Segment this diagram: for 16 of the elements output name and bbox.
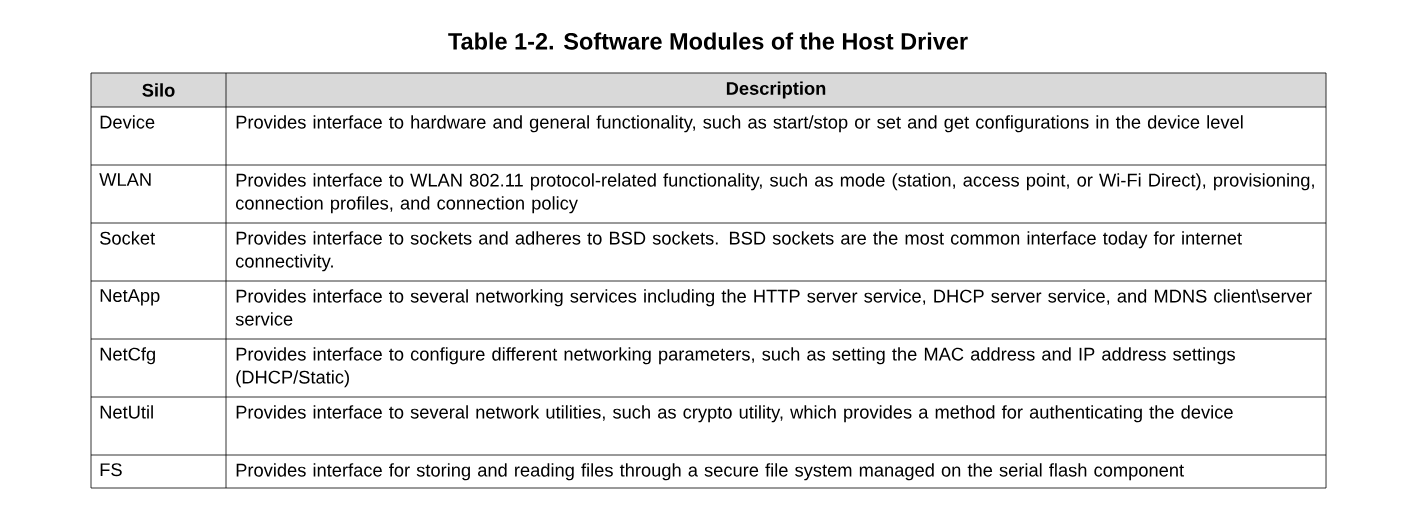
description-text: Provides interface to sockets and adheres to BSD sockets. BSD sockets are the most common interface today for internet connectivity. bbox=[236, 231, 1242, 272]
header-cell: Silo bbox=[91, 73, 226, 107]
description-text: Provides interface to hardware and general functionality, such as start/stop or set and get configurations in the device level bbox=[236, 115, 1243, 133]
description-text: Provides interface to configure different networking parameters, such as setting the MAC address and IP address settings (DHCP/Static) bbox=[236, 347, 1235, 388]
silo-name: Device bbox=[100, 115, 155, 129]
silo-name: WLAN bbox=[99, 173, 151, 186]
description-text: Provides interface to several network utilities, such as crypto utility, which provides a method for authenticating the device bbox=[236, 405, 1233, 423]
description-text: Provides interface for storing and reading files through a secure file system managed on the serial flash component bbox=[236, 463, 1184, 481]
silo-name: Socket bbox=[100, 231, 155, 245]
table-title: Table 1-2. Software Modules of the Host Driver bbox=[448, 32, 968, 50]
silo-name: NetCfg bbox=[100, 347, 155, 365]
description-text: Provides interface to WLAN 802.11 protocol-related functionality, such as mode (station, access point, or Wi-Fi Direct), provisioning, connection profiles, and connection policy bbox=[236, 173, 1314, 214]
silo-name: NetApp bbox=[100, 289, 160, 306]
silo-name: FS bbox=[100, 463, 122, 477]
description-text: Provides interface to several networking services including the HTTP server service, DHCP server service, and MDNS client\server service bbox=[235, 289, 1312, 326]
silo-name: NetUtil bbox=[100, 405, 153, 419]
